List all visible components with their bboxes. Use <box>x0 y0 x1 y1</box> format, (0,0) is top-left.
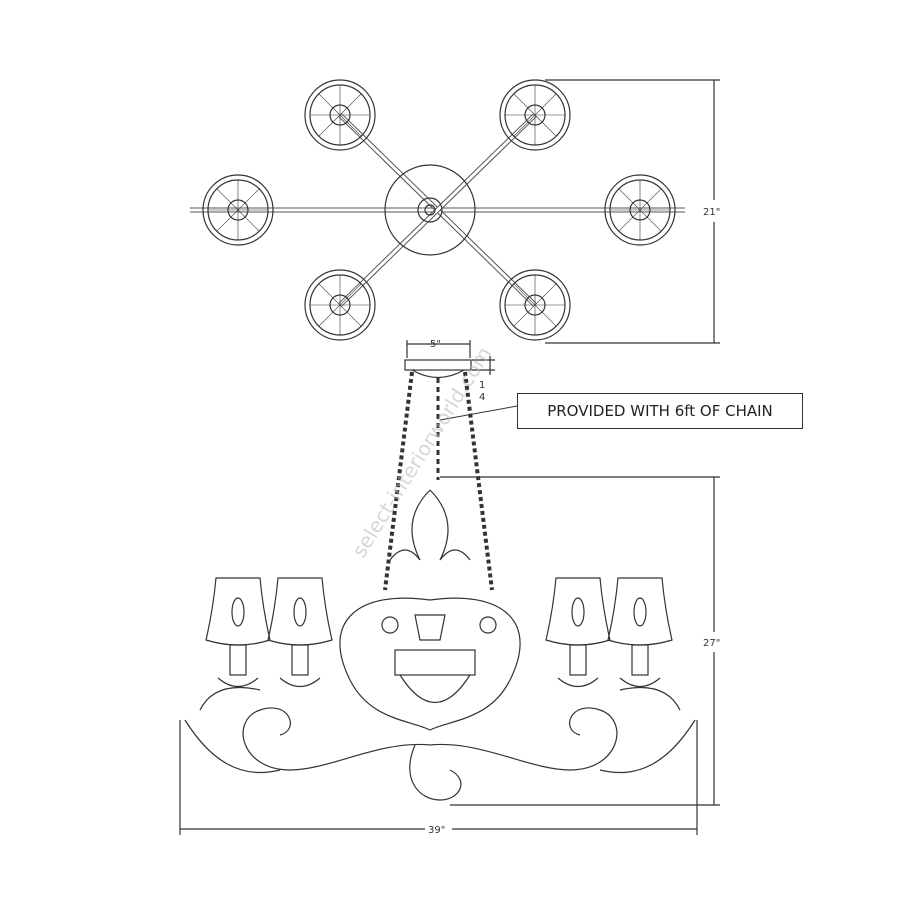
chain-right <box>463 371 494 591</box>
depth-dimension: 21" <box>545 79 720 344</box>
top-view-hub <box>384 164 476 256</box>
top-view-shade <box>304 79 376 151</box>
top-view-shade <box>304 269 376 341</box>
canopy <box>404 359 472 371</box>
side-view-shades <box>205 577 673 688</box>
side-view-shade <box>205 577 271 688</box>
side-view-shade <box>267 577 333 688</box>
side-view-shade <box>545 577 611 688</box>
height-dimension: 27" <box>440 476 720 806</box>
urn-band <box>394 649 476 676</box>
top-view-shades <box>202 79 676 341</box>
top-view-shade <box>202 174 274 246</box>
width-dimension: 39" <box>179 770 698 836</box>
heart-body <box>339 597 521 731</box>
canopy-width-label: 5" <box>430 339 441 350</box>
fleur-top <box>389 489 431 561</box>
width-label: 39" <box>428 825 445 836</box>
arm-left-inner <box>242 707 431 771</box>
height-label: 27" <box>703 638 720 649</box>
chain-left <box>383 371 414 591</box>
chain-note: PROVIDED WITH 6ft OF CHAIN <box>517 393 803 429</box>
side-view: 5" 1 4 <box>179 339 698 801</box>
top-view-shade <box>604 174 676 246</box>
top-view-shade <box>499 79 571 151</box>
side-view-shade <box>607 577 673 688</box>
canopy-height-den: 4 <box>479 392 485 403</box>
bottom-scroll <box>409 744 462 801</box>
canopy-height-num: 1 <box>479 380 485 391</box>
arm-right-inner <box>429 707 618 771</box>
depth-label: 21" <box>703 207 720 218</box>
top-view <box>190 79 685 341</box>
top-view-shade <box>499 269 571 341</box>
